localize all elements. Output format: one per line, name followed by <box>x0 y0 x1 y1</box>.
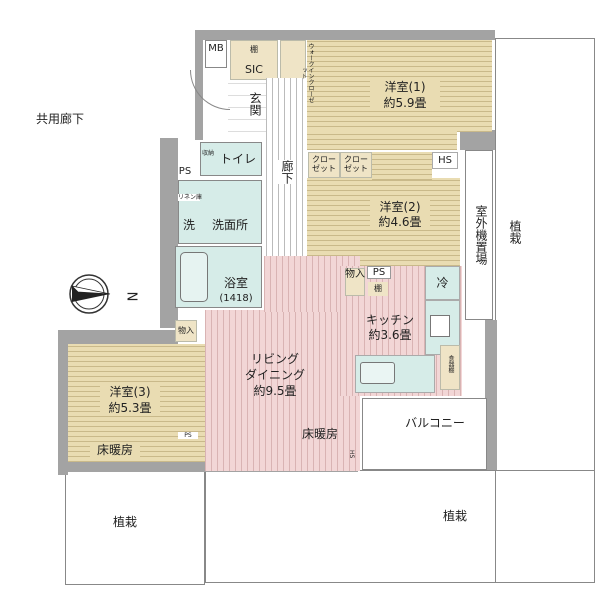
floor-heating-room3: 床暖房 <box>90 443 140 458</box>
ps-room3-label: PS <box>178 432 198 439</box>
room3-name: 洋室(3) <box>100 385 160 400</box>
room3-storage-label: 物入 <box>178 326 194 335</box>
linen-storage-label: リネン庫 <box>178 194 203 201</box>
cooktop-icon <box>430 315 450 337</box>
cupboard-label: 食器棚 <box>447 355 454 373</box>
western-room-1-lower <box>307 130 457 150</box>
shoe-closet <box>230 40 278 80</box>
western-room-2-upper <box>372 152 432 180</box>
kitchen-name: キッチン <box>365 313 414 327</box>
room2-size: 約4.6畳 <box>370 215 430 230</box>
floor-heating-ldk: 床暖房 <box>301 427 338 441</box>
room2-name: 洋室(2) <box>370 200 430 215</box>
toilet-label: トイレ <box>219 152 256 166</box>
room3-storage <box>175 320 197 342</box>
ldk-size: 約9.5畳 <box>253 384 297 398</box>
washroom-label: 洗面所 <box>211 218 248 232</box>
closet-1 <box>308 152 340 178</box>
closet-1-label: クローゼット <box>312 155 336 173</box>
sic-label: SIC <box>245 63 263 76</box>
corridor <box>266 78 306 258</box>
shelf-label: 棚 <box>250 45 258 54</box>
ldk-name-2: ダイニング <box>244 368 305 382</box>
planting-area-bottom-right <box>205 470 595 583</box>
washing-machine-label: 洗 <box>182 218 195 232</box>
fridge-space <box>425 266 460 300</box>
meter-box <box>205 40 227 68</box>
room1-name: 洋室(1) <box>370 80 440 95</box>
planting-right-label: 植栽 <box>508 220 522 244</box>
hs-top-label: HS <box>432 152 458 169</box>
kitchen-storage <box>345 268 365 296</box>
wall-top <box>195 30 495 40</box>
wall-left-mid <box>160 138 178 328</box>
room1-size: 約5.9畳 <box>370 96 440 111</box>
balcony-label: バルコニー <box>405 416 465 430</box>
bathtub <box>180 252 208 302</box>
outdoor-unit-space <box>465 150 493 320</box>
meter-box-label: MB <box>208 43 224 54</box>
wall-room3-left <box>58 330 68 475</box>
common-corridor-label: 共用廊下 <box>35 112 84 126</box>
compass-icon <box>69 274 111 314</box>
closet-2 <box>340 152 372 178</box>
washroom <box>178 180 262 244</box>
wall-right-col <box>460 130 495 150</box>
toilet <box>200 142 262 176</box>
closet-2-label: クローゼット <box>344 155 368 173</box>
outdoor-unit-label: 室外機置場 <box>474 205 488 265</box>
bathroom-label: 浴室 <box>223 276 248 290</box>
corridor-label: 廊下 <box>276 160 294 184</box>
balcony <box>362 398 487 470</box>
living-dining <box>205 310 360 471</box>
wall-right-lower <box>485 320 497 470</box>
ps-kitchen-label: PS <box>367 266 391 279</box>
north-label: N <box>123 291 139 302</box>
kitchen-size: 約3.6畳 <box>368 328 412 342</box>
bathroom-size: (1418) <box>219 293 253 304</box>
wall-room3-top <box>58 330 178 344</box>
planting-bottom-right-label: 植栽 <box>442 509 467 523</box>
walk-in-closet-label: ウォークインクローゼット <box>300 43 314 103</box>
planting-bottom-left-label: 植栽 <box>112 515 137 529</box>
hs-ldk-label: HS <box>348 450 355 459</box>
cupboard <box>440 345 460 390</box>
ps-left-label: PS <box>178 166 192 177</box>
toilet-storage-label: 収納 <box>202 150 215 157</box>
ldk-name-1: リビング <box>250 352 299 366</box>
kitchen-storage-label: 物入 <box>345 269 365 280</box>
room3-size: 約5.3畳 <box>100 401 160 416</box>
entrance-label: 玄関 <box>248 92 262 116</box>
fridge-label: 冷 <box>436 276 449 290</box>
kitchen-shelf-label: 棚 <box>368 282 388 296</box>
sink-icon <box>360 362 395 384</box>
